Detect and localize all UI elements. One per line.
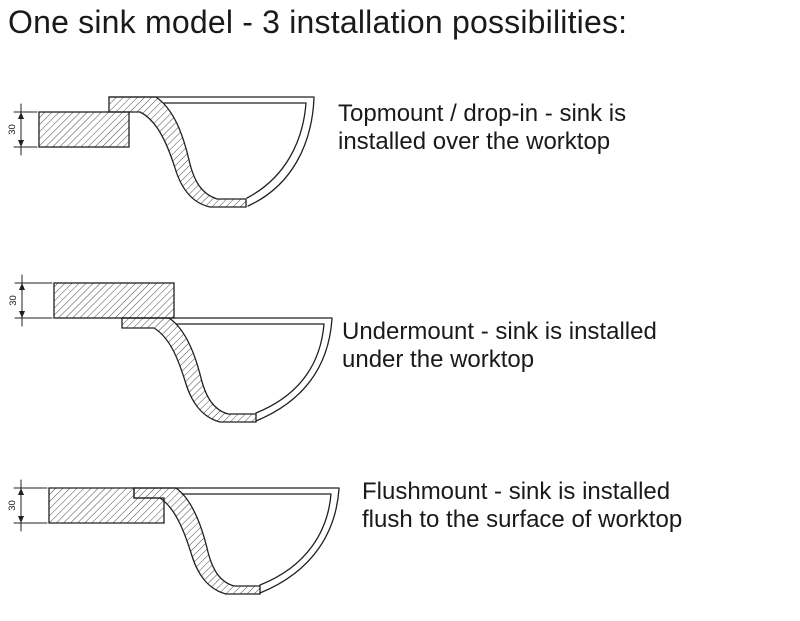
sink-bowl-outline <box>108 96 315 207</box>
worktop-cross-section <box>53 282 175 319</box>
dimension-30: 30 <box>8 274 53 327</box>
sink-bowl-outline <box>121 317 333 422</box>
dimension-lines <box>13 479 48 532</box>
sink-wall-cross-section <box>133 487 261 595</box>
dimension-label: 30 <box>8 295 19 306</box>
dimension-arrow-up-icon <box>18 112 24 119</box>
dimension-arrow-up-icon <box>18 488 24 495</box>
sink-wall-cross-section <box>121 317 257 423</box>
sink-wall-cross-section <box>108 96 247 208</box>
topmount-diagram: 30 <box>7 96 315 208</box>
caption-line: Undermount - sink is installed <box>342 318 657 345</box>
page-title: One sink model - 3 installation possibil… <box>8 4 628 40</box>
worktop-cross-section <box>38 111 130 148</box>
dimension-30: 30 <box>7 479 48 532</box>
dimension-label: 30 <box>7 500 18 511</box>
caption-line: under the worktop <box>342 346 535 374</box>
dimension-30: 30 <box>7 103 38 156</box>
dimension-label: 30 <box>7 124 18 135</box>
dimension-lines <box>14 274 53 327</box>
caption-line: installed over the worktop <box>338 128 611 156</box>
dimension-arrow-down-icon <box>18 516 24 523</box>
caption-topmount: Topmount / drop-in - sink is installed o… <box>338 100 626 156</box>
dimension-arrow-down-icon <box>18 140 24 147</box>
dimension-arrow-up-icon <box>19 283 25 290</box>
sink-bowl-outline <box>133 487 340 594</box>
caption-line: Topmount / drop-in - sink is <box>338 100 627 127</box>
caption-flushmount: Flushmount - sink is installed flush to … <box>362 478 682 534</box>
caption-undermount: Undermount - sink is installed under the… <box>342 318 657 374</box>
flushmount-diagram: 30 <box>7 479 340 595</box>
caption-line: flush to the surface of worktop <box>362 506 683 534</box>
caption-line: Flushmount - sink is installed <box>362 478 671 505</box>
undermount-diagram: 30 <box>8 274 333 423</box>
dimension-arrow-down-icon <box>19 311 25 318</box>
